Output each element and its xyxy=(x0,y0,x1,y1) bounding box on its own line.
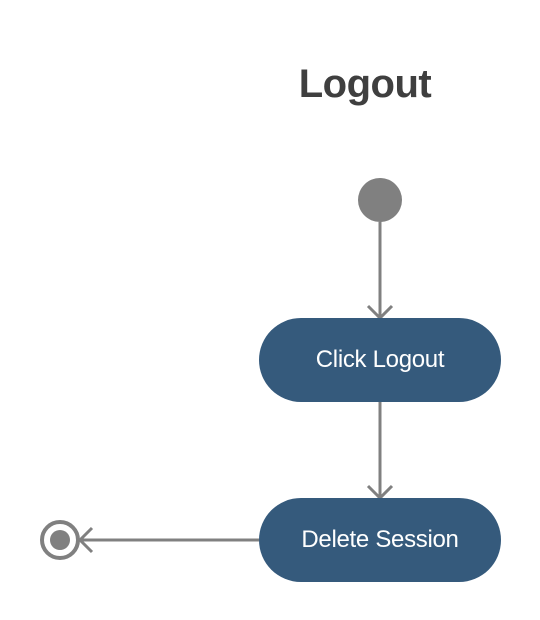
activity-click-logout-label: Click Logout xyxy=(315,346,445,373)
end-node xyxy=(40,520,80,560)
start-node xyxy=(358,178,402,222)
activity-click-logout: Click Logout xyxy=(259,318,501,402)
activity-delete-session: Delete Session xyxy=(259,498,501,582)
diagram-title: Logout xyxy=(298,62,432,106)
activity-delete-session-label: Delete Session xyxy=(301,526,459,553)
